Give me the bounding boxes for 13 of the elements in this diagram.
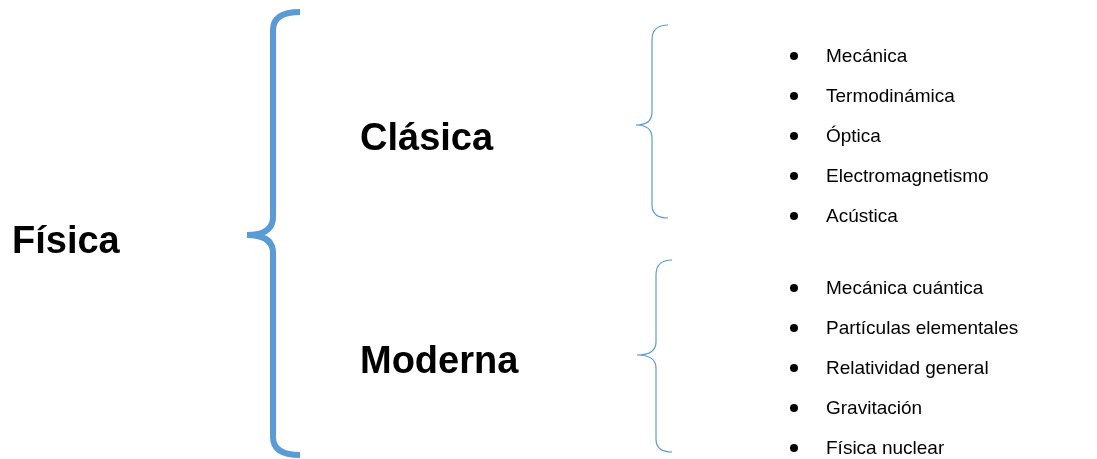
list-item: Electromagnetismo bbox=[826, 164, 989, 188]
list-item: Acústica bbox=[826, 204, 898, 228]
category-heading: Física bbox=[12, 218, 120, 263]
list-item: Partículas elementales bbox=[826, 316, 1019, 340]
list-item: Termodinámica bbox=[826, 84, 955, 108]
list-item: Física nuclear bbox=[826, 436, 945, 459]
list-item: Gravitación bbox=[826, 396, 923, 420]
category-heading: Moderna bbox=[360, 338, 519, 383]
list-item: Mecánica bbox=[826, 44, 908, 68]
list-item: Relatividad general bbox=[826, 356, 989, 380]
category-heading: Clásica bbox=[360, 115, 494, 160]
list-item: Mecánica cuántica bbox=[826, 276, 984, 300]
list-item: Óptica bbox=[826, 124, 881, 148]
